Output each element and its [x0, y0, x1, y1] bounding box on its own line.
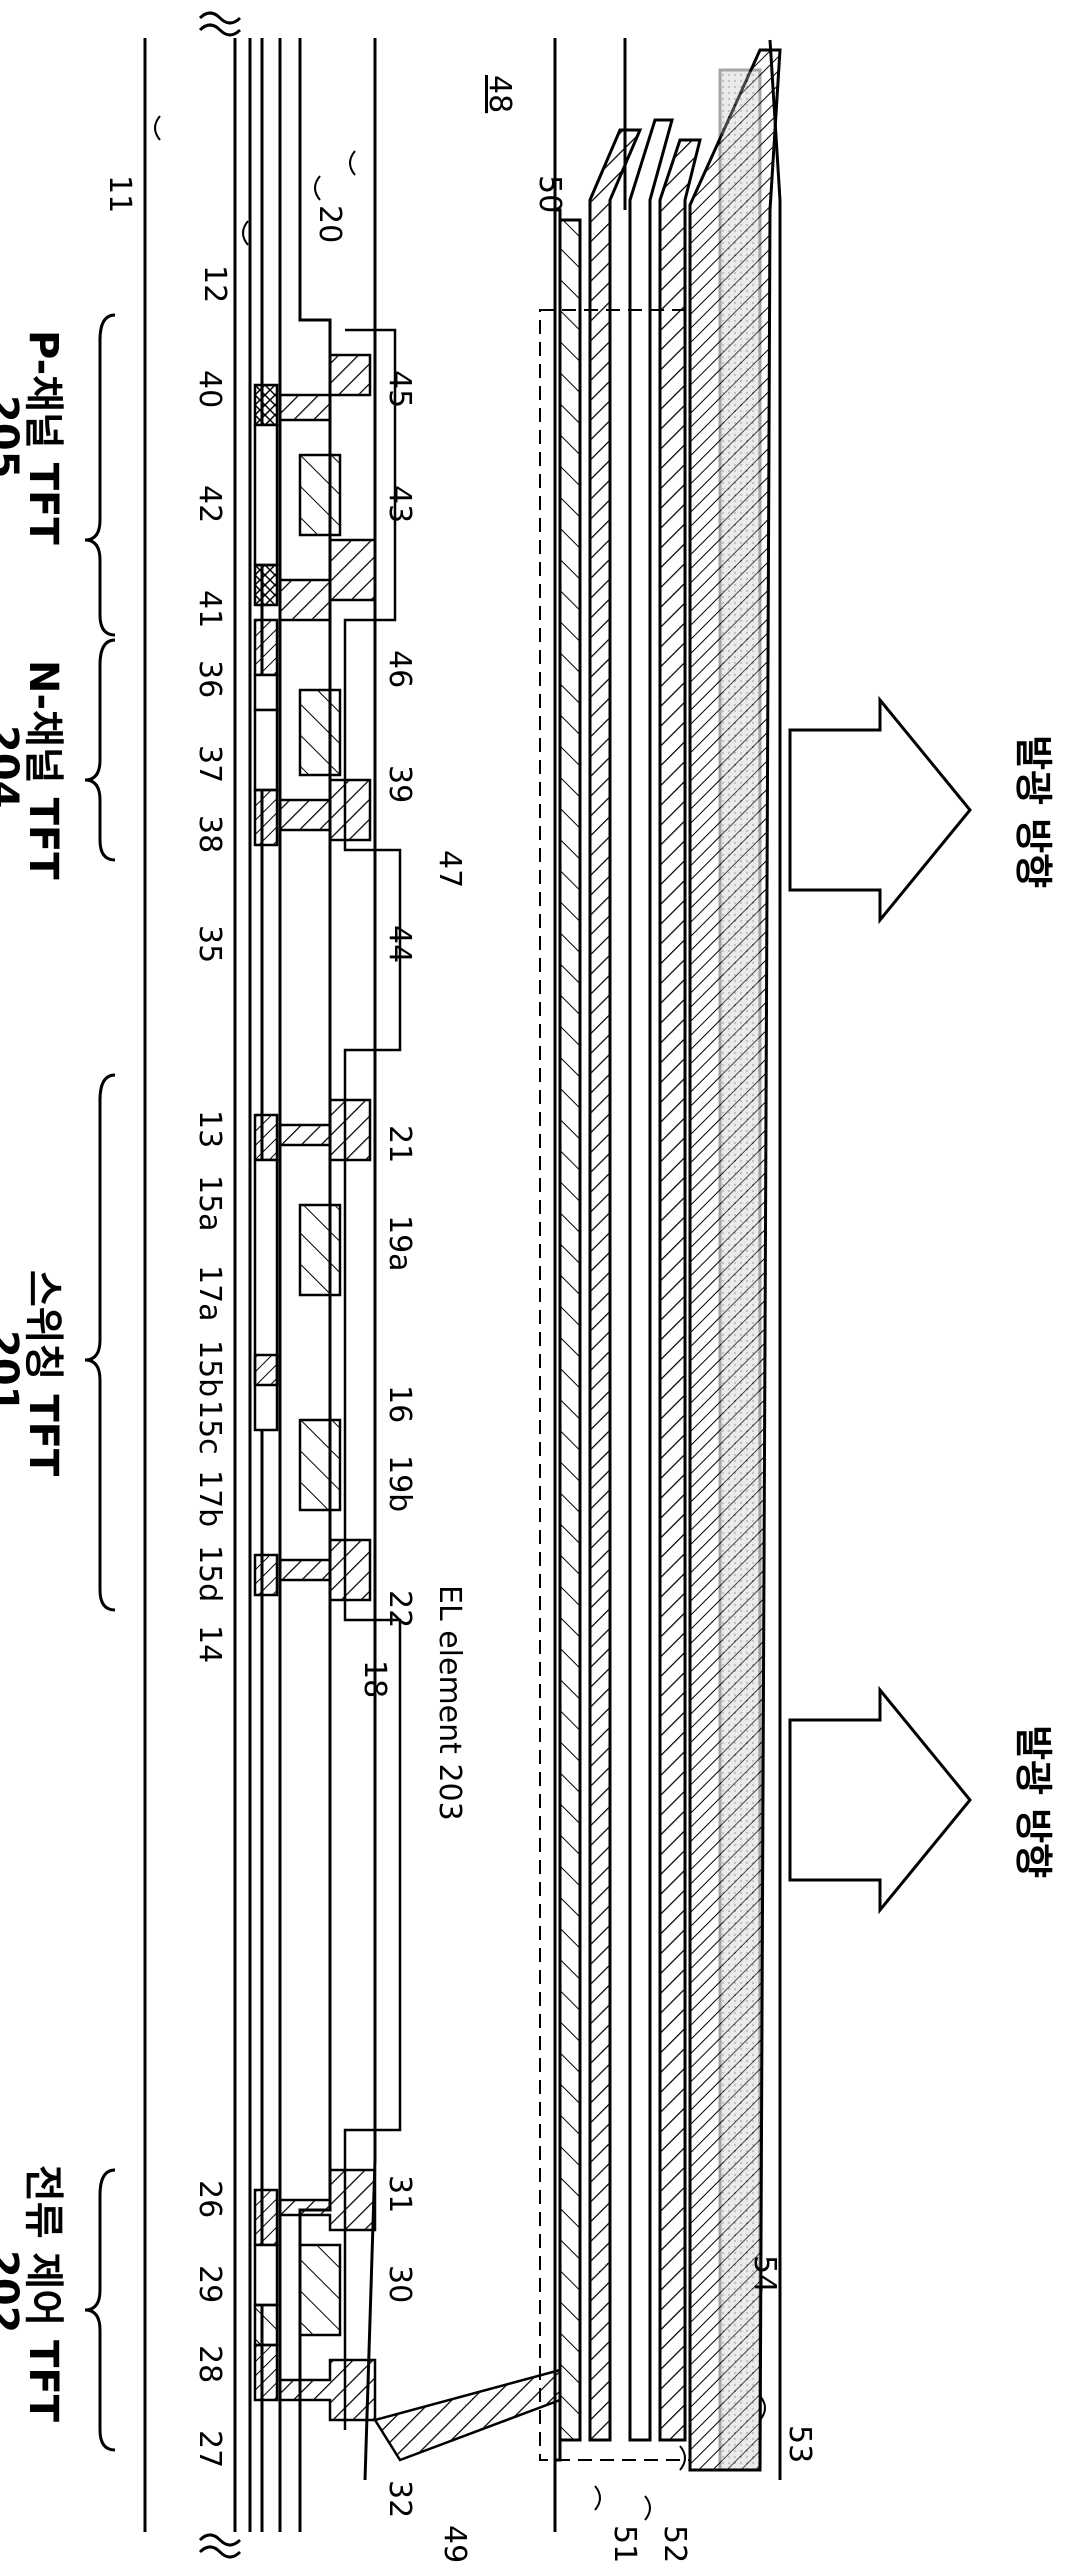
group-n-channel-number: 204 [0, 725, 26, 809]
p-tft-source-40 [255, 385, 277, 425]
p-tft-electrode-45 [280, 355, 370, 420]
sw-tft-gate-19b [300, 1420, 340, 1510]
label-22: 22 [382, 1590, 417, 1628]
label-12: 12 [197, 265, 232, 303]
label-51: 51 [607, 2525, 642, 2563]
cc-tft-ldd-28 [255, 2305, 277, 2345]
label-38: 38 [192, 815, 227, 853]
emission-arrow-2 [790, 1690, 970, 1910]
n-tft-source-36 [255, 620, 277, 675]
n-tft-ldd-37 [255, 675, 277, 710]
cc-tft-drain-27 [255, 2345, 277, 2400]
label-44: 44 [382, 925, 417, 963]
cc-tft-electrode-32 [280, 2360, 375, 2420]
label-19b: 19b [382, 1455, 417, 1512]
n-tft-electrode-44 [280, 780, 370, 840]
label-15a: 15a [192, 1175, 227, 1232]
label-28: 28 [192, 2345, 227, 2383]
label-29: 29 [192, 2265, 227, 2303]
label-el-element: EL element 203 [432, 1585, 467, 1821]
label-37: 37 [192, 745, 227, 783]
group-current-control-number: 202 [0, 2250, 26, 2334]
label-15c: 15c [192, 1400, 227, 1455]
emission-arrow-1 [790, 700, 970, 920]
sw-tft-channel [255, 1160, 277, 1430]
sw-tft-source-13 [255, 1115, 277, 1160]
cc-tft-source-26 [255, 2190, 277, 2245]
emission-label-1: 발광 방향 [1011, 735, 1055, 888]
label-49: 49 [437, 2525, 472, 2563]
sw-tft-gate-19a [300, 1205, 340, 1295]
label-27: 27 [192, 2430, 227, 2468]
label-18: 18 [357, 1660, 392, 1698]
sw-tft-electrode-21 [280, 1100, 370, 1160]
label-11: 11 [102, 175, 137, 213]
sw-tft-15b [255, 1355, 277, 1385]
n-tft-drain-35 [255, 790, 277, 845]
interlayer-outer [365, 38, 375, 2480]
shaded-region [720, 70, 760, 2470]
sw-tft-drain-14 [255, 1555, 277, 1595]
sw-tft-electrode-22 [280, 1540, 370, 1600]
bank-49 [375, 2370, 560, 2460]
label-46: 46 [382, 650, 417, 688]
emission-label-2: 발광 방향 [1011, 1725, 1055, 1878]
label-17a: 17a [192, 1265, 227, 1322]
label-40: 40 [192, 370, 227, 408]
passivation-47 [345, 330, 400, 2430]
p-tft-drain-41 [255, 565, 277, 605]
label-17b: 17b [192, 1470, 227, 1527]
n-tft-gate-39 [300, 690, 340, 775]
cc-tft-channel-29 [255, 2245, 277, 2305]
label-50: 50 [532, 175, 567, 213]
label-36: 36 [192, 660, 227, 698]
label-45: 45 [382, 370, 417, 408]
group-p-channel-number: 205 [0, 395, 26, 479]
label-19a: 19a [382, 1215, 417, 1272]
cc-tft-gate-30 [300, 2245, 340, 2335]
label-32: 32 [382, 2480, 417, 2518]
p-tft-gate-43 [300, 455, 340, 535]
label-54: 54 [747, 2255, 782, 2293]
p-tft-channel-42 [255, 425, 277, 565]
label-30: 30 [382, 2265, 417, 2303]
p-tft-electrode-46 [280, 540, 375, 620]
el-layers [555, 40, 780, 2480]
label-21: 21 [382, 1125, 417, 1163]
cc-tft-electrode-31 [280, 2170, 375, 2230]
label-47: 47 [432, 850, 467, 888]
label-20: 20 [312, 205, 347, 243]
label-43: 43 [382, 485, 417, 523]
label-15b: 15b [192, 1340, 227, 1397]
label-15d: 15d [192, 1545, 227, 1602]
labels: 11 12 20 48 50 40 42 41 45 43 46 36 37 3… [0, 75, 1055, 2563]
group-braces [85, 315, 115, 2450]
label-35: 35 [192, 925, 227, 963]
top-cover [770, 40, 780, 2480]
label-16: 16 [382, 1385, 417, 1423]
emission-arrows [790, 700, 970, 1910]
tft-structures [255, 330, 400, 2430]
anode-layer [560, 220, 580, 2440]
label-39: 39 [382, 765, 417, 803]
group-switching-number: 201 [0, 1330, 26, 1414]
label-52: 52 [657, 2525, 692, 2563]
label-48: 48 [482, 75, 517, 113]
label-31: 31 [382, 2175, 417, 2213]
label-41: 41 [192, 590, 227, 628]
label-26: 26 [192, 2180, 227, 2218]
label-13: 13 [192, 1110, 227, 1148]
n-tft-channel-38 [255, 710, 277, 790]
label-14: 14 [192, 1625, 227, 1663]
label-42: 42 [192, 485, 227, 523]
label-53: 53 [782, 2425, 817, 2463]
